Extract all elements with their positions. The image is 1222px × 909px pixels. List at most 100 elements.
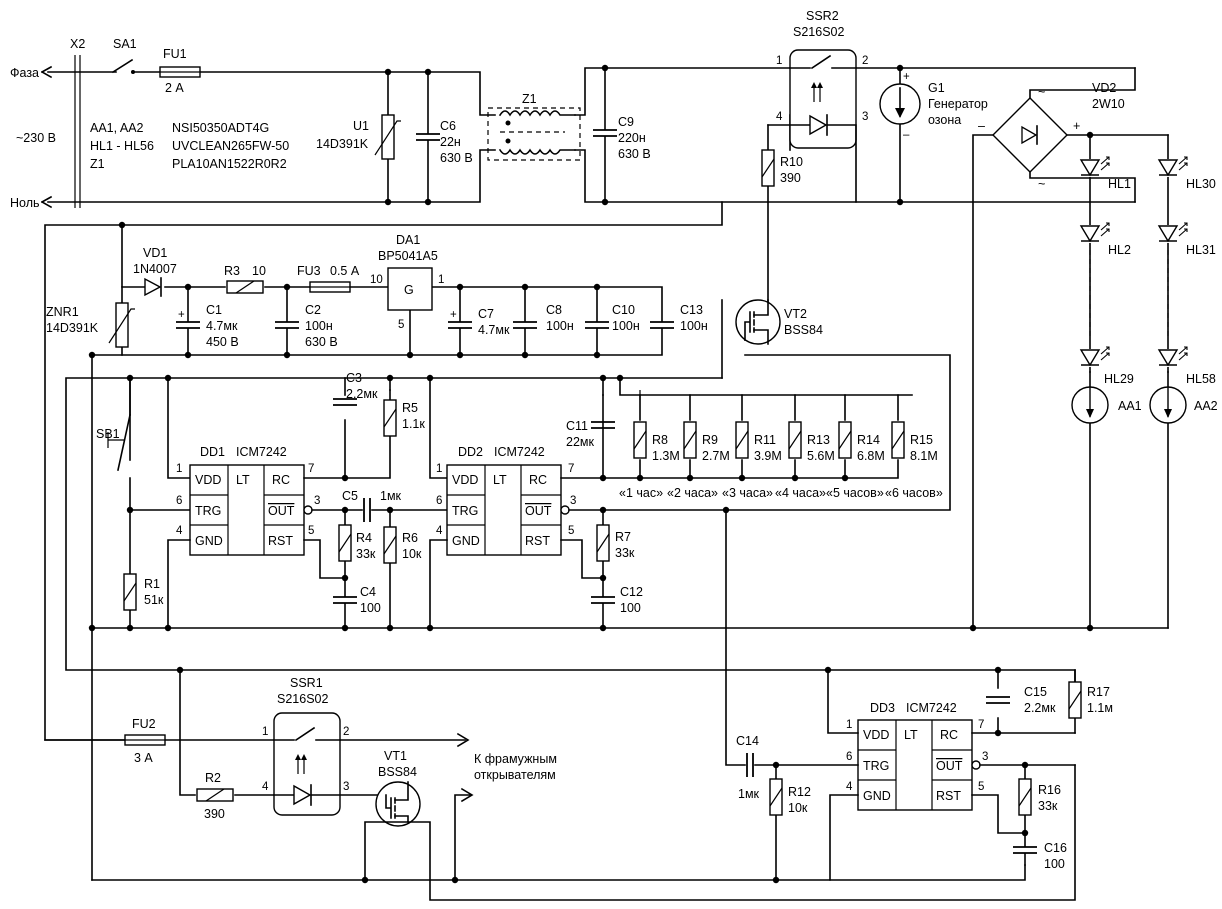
fu3-value: 0.5 А <box>330 264 360 278</box>
r3-value: 10 <box>252 264 266 278</box>
r8-value: 1.3M <box>652 449 680 463</box>
dd1-pin1: 1 <box>176 463 182 475</box>
r3-name: R3 <box>224 264 240 278</box>
dd3-trg: TRG <box>863 759 889 773</box>
c11-v1: 22мк <box>566 435 594 449</box>
dd1-name: DD1 <box>200 445 225 459</box>
c14-name: C14 <box>736 734 759 748</box>
dd1-type: ICM7242 <box>236 445 287 459</box>
sb1-label: SB1 <box>96 427 120 441</box>
capacitor-c13 <box>649 321 675 329</box>
fu2-value: 3 А <box>134 751 153 765</box>
bridge-vd2 <box>972 67 1169 629</box>
ssr1-pin2: 2 <box>343 726 349 738</box>
r10-value: 390 <box>780 171 801 185</box>
bottom-gnd <box>91 864 1026 881</box>
dd1-pin3: 3 <box>314 495 320 507</box>
aa1-label: AA1 <box>1118 399 1142 413</box>
r5-name: R5 <box>402 401 418 415</box>
c5-v1: 1мк <box>380 489 402 503</box>
r1-value: 51к <box>144 593 164 607</box>
r8-name: R8 <box>652 433 668 447</box>
output-label-1: К фрамужным <box>474 752 557 766</box>
capacitor-c12 <box>590 596 616 604</box>
resistor-r5 <box>344 389 397 479</box>
diode-vd1 <box>144 277 162 297</box>
ssr1-pin3: 3 <box>343 781 349 793</box>
r1-name: R1 <box>144 577 160 591</box>
c15-v1: 2.2мк <box>1024 701 1056 715</box>
capacitor-c10 <box>584 321 610 329</box>
capacitor-c16 <box>1012 846 1038 854</box>
r6-name: R6 <box>402 531 418 545</box>
c1-name: C1 <box>206 303 222 317</box>
timer-label-1: «1 час» <box>619 486 663 500</box>
c12-v1: 100 <box>620 601 641 615</box>
ssr2-name: SSR2 <box>806 9 839 23</box>
resistor-r4 <box>338 509 352 629</box>
capacitor-c15 <box>985 696 1011 704</box>
c3-v1: 2.2мк <box>346 387 378 401</box>
c4-name: C4 <box>360 585 376 599</box>
dd1-gnd: GND <box>195 534 223 548</box>
fu3-name: FU3 <box>297 264 321 278</box>
vt1-type: BSS84 <box>378 765 417 779</box>
ssr2-type: S216S02 <box>793 25 844 39</box>
vd1-type: 1N4007 <box>133 262 177 276</box>
output-label-2: открывателям <box>474 768 556 782</box>
legend-part-2: UVCLEAN265FW-50 <box>172 139 289 153</box>
c8-v1: 100н <box>546 319 574 333</box>
varistor-znr1 <box>108 286 136 356</box>
regulator-da1 <box>387 267 433 311</box>
c16-name: C16 <box>1044 841 1067 855</box>
c6-name: C6 <box>440 119 456 133</box>
c9-name: C9 <box>618 115 634 129</box>
dd2-gnd: GND <box>452 534 480 548</box>
c4-v1: 100 <box>360 601 381 615</box>
capacitor-c9 <box>592 67 618 203</box>
switch-sa1-label: SA1 <box>113 37 137 51</box>
r17-name: R17 <box>1087 685 1110 699</box>
timer-label-6: «6 часов» <box>885 486 943 500</box>
timer-dd1 <box>167 419 448 629</box>
r17-value: 1.1м <box>1087 701 1113 715</box>
capacitor-c5 <box>363 497 371 523</box>
dd2-pin6: 6 <box>436 495 442 507</box>
c14-v1: 1мк <box>738 787 760 801</box>
dd3-type: ICM7242 <box>906 701 957 715</box>
r15-name: R15 <box>910 433 933 447</box>
fu1-value: 2 А <box>165 81 184 95</box>
r2-value: 390 <box>204 807 225 821</box>
connector-x2-label: X2 <box>70 37 85 51</box>
button-sb1[interactable] <box>107 377 131 511</box>
timer-label-2: «2 часа» <box>667 486 718 500</box>
r4-value: 33к <box>356 547 376 561</box>
dd1-vdd: VDD <box>195 473 221 487</box>
labels: Фаза Ноль ~230 В X2 SA1 AA1, AA2 NSI5035… <box>10 9 1218 871</box>
dd2-out: OUT <box>525 504 552 518</box>
c9-v1: 220н <box>618 131 646 145</box>
dd1-pin4: 4 <box>176 525 183 537</box>
switch-sa1[interactable] <box>111 58 135 74</box>
vd2-name: VD2 <box>1092 81 1116 95</box>
dd3-gnd: GND <box>863 789 891 803</box>
legend-part-1: NSI50350ADT4G <box>172 121 269 135</box>
r12-name: R12 <box>788 785 811 799</box>
hl30-label: HL30 <box>1186 177 1216 191</box>
dd2-type: ICM7242 <box>494 445 545 459</box>
timer-label-4: «4 часа» <box>775 486 826 500</box>
capacitor-c14 <box>746 752 754 778</box>
hl58-label: HL58 <box>1186 372 1216 386</box>
vd2-ac-top: ~ <box>1038 85 1045 99</box>
r11-name: R11 <box>754 433 776 447</box>
transistor-vt1 <box>364 764 1076 901</box>
r7-name: R7 <box>615 530 631 544</box>
dd3-rst: RST <box>936 789 961 803</box>
da1-pin10: 10 <box>370 274 383 286</box>
r16-name: R16 <box>1038 783 1061 797</box>
dd3-vdd: VDD <box>863 728 889 742</box>
r14-value: 6.8M <box>857 449 885 463</box>
c8-name: C8 <box>546 303 562 317</box>
timer-dd3 <box>827 669 1076 881</box>
